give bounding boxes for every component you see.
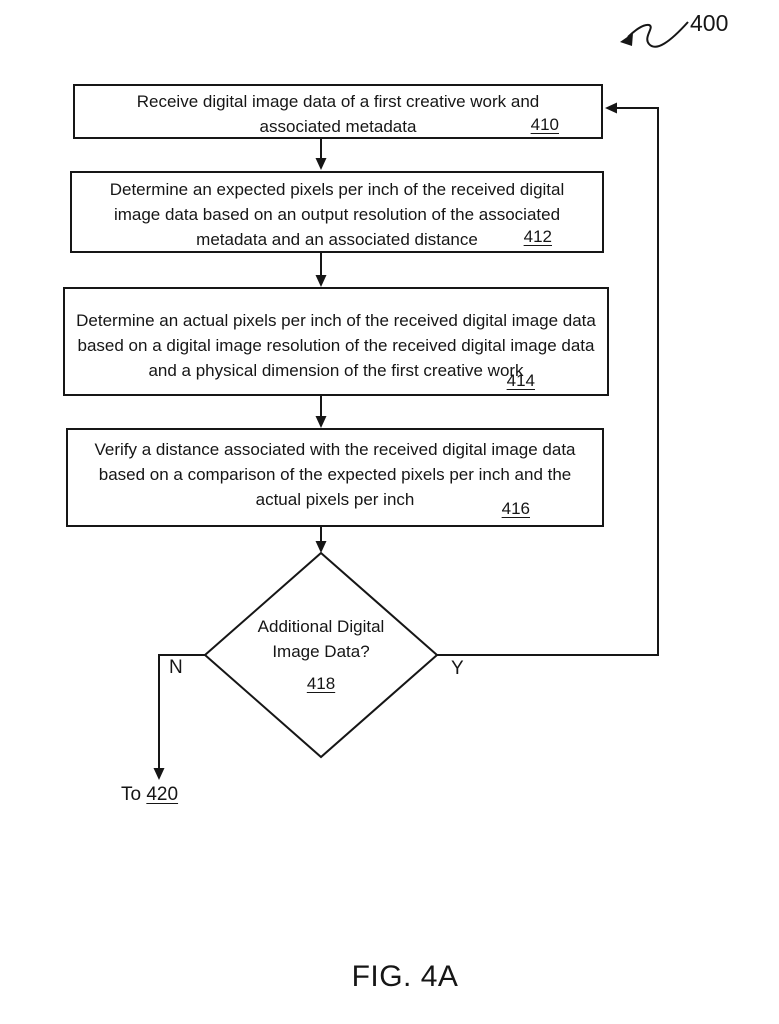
arrow-416-to-418 <box>315 527 327 553</box>
arrow-414-to-416 <box>315 396 327 428</box>
exit-label-prefix: To <box>121 784 147 805</box>
process-box-414: Determine an actual pixels per inch of t… <box>63 287 609 396</box>
process-box-416: Verify a distance associated with the re… <box>66 428 604 527</box>
process-box-412-ref: 412 <box>523 227 552 246</box>
process-box-414-ref: 414 <box>506 371 535 390</box>
decision-ref: 418 <box>306 674 336 693</box>
arrow-412-to-414 <box>315 253 327 287</box>
process-box-412: Determine an expected pixels per inch of… <box>70 171 604 253</box>
branch-label-yes: Y <box>451 658 464 679</box>
exit-label: To 420 <box>121 783 178 807</box>
process-box-416-ref: 416 <box>501 499 530 518</box>
decision-question-text: Additional Digital Image Data? <box>257 617 385 661</box>
decision-diamond-418: Additional Digital Image Data? 418 <box>241 614 401 696</box>
process-box-414-text: Determine an actual pixels per inch of t… <box>76 311 596 380</box>
figure-reference-number: 400 <box>690 10 729 36</box>
arrow-410-to-412 <box>315 139 327 170</box>
figure-caption: FIG. 4A <box>351 960 459 993</box>
process-box-412-text: Determine an expected pixels per inch of… <box>109 180 565 249</box>
exit-label-ref: 420 <box>146 784 179 805</box>
reference-squiggle-arrow <box>620 21 689 48</box>
process-box-416-text: Verify a distance associated with the re… <box>94 440 576 509</box>
branch-label-no: N <box>169 657 183 678</box>
process-box-410: Receive digital image data of a first cr… <box>73 84 603 139</box>
process-box-410-text: Receive digital image data of a first cr… <box>136 92 540 136</box>
process-box-410-ref: 410 <box>530 115 559 134</box>
